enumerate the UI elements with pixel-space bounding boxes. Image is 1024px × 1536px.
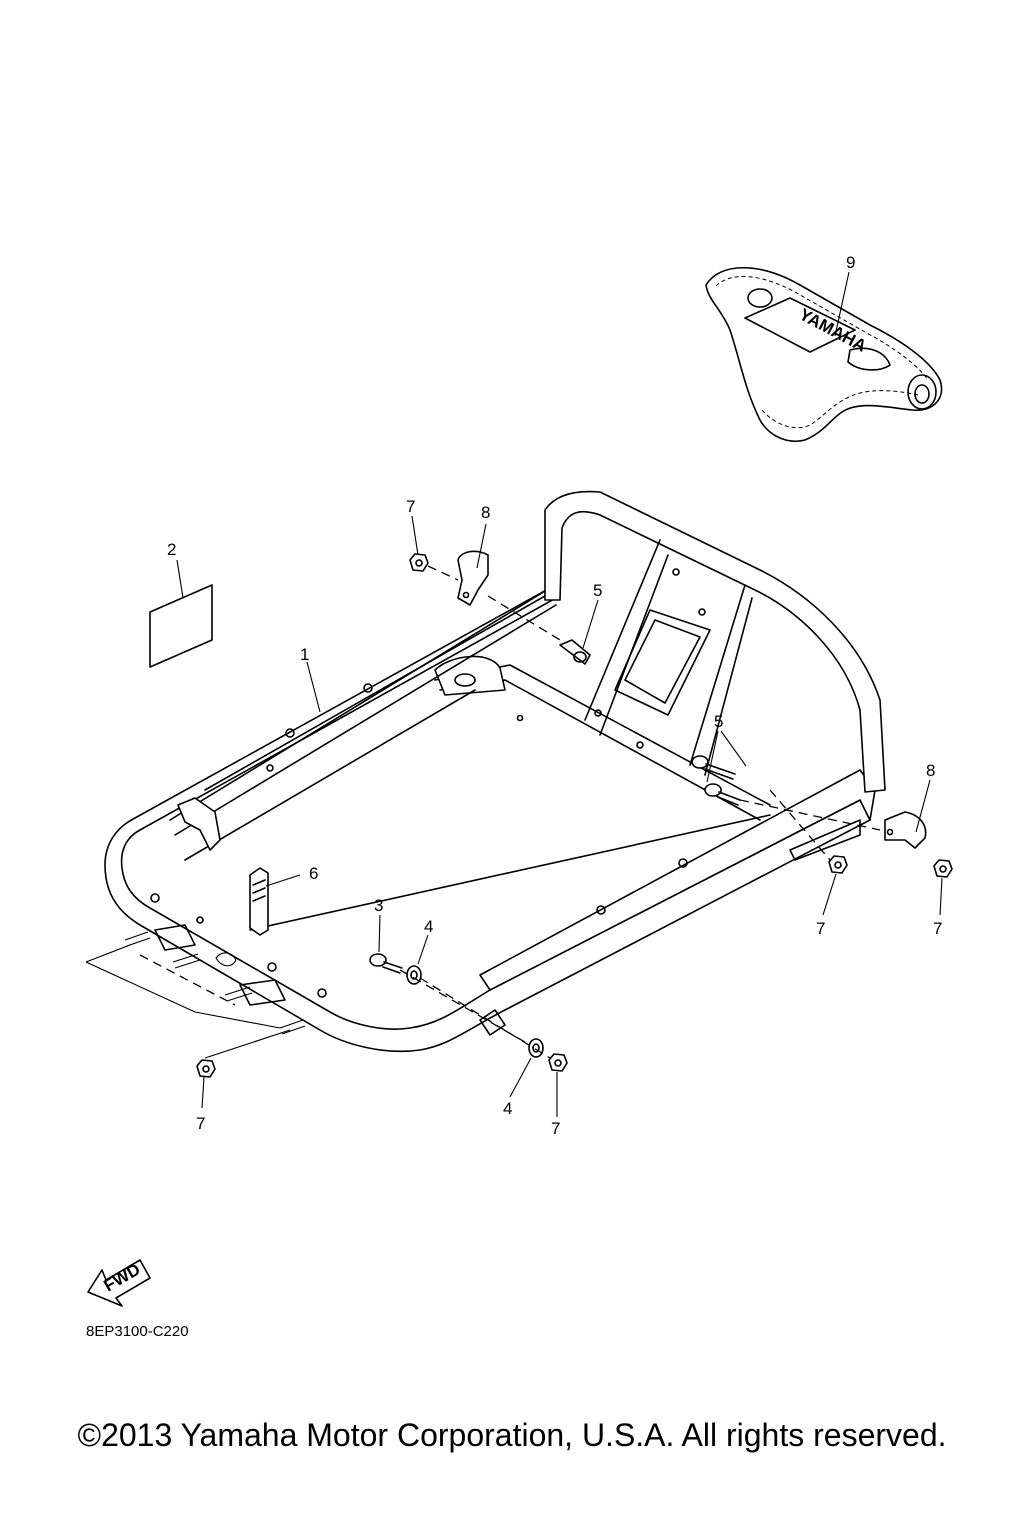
fwd-arrow-icon: FWD — [87, 1259, 151, 1307]
bolt-part-3[interactable] — [369, 953, 403, 974]
callout-1: 1 — [300, 645, 309, 664]
callout-4-upper: 4 — [424, 917, 433, 936]
assembly-guide-lines — [85, 565, 881, 1059]
callout-7-front-left: 7 — [196, 1114, 205, 1133]
leader-lines — [176, 271, 943, 1117]
callout-7-front-right: 7 — [551, 1119, 560, 1138]
diagram-part-code: 8EP3100-C220 — [86, 1323, 189, 1340]
nut-part-7-right-far[interactable] — [933, 859, 953, 878]
callout-2: 2 — [167, 540, 176, 559]
frame-part-1[interactable] — [104, 490, 886, 1053]
callout-5-rear: 5 — [593, 581, 602, 600]
bolt-part-5-right-lower[interactable] — [704, 783, 741, 806]
copyright-notice: ©2013 Yamaha Motor Corporation, U.S.A. A… — [77, 1417, 947, 1453]
callout-7-right-far: 7 — [933, 919, 942, 938]
callout-labels: 9 2 1 7 8 5 5 8 6 3 4 7 7 4 7 7 — [167, 253, 942, 1138]
bolt-part-5-rear[interactable] — [559, 639, 591, 665]
label-part-2[interactable] — [149, 584, 213, 668]
bolt-part-5-right-upper[interactable] — [691, 755, 736, 780]
bracket-part-8-top[interactable] — [457, 550, 489, 606]
callout-4-lower: 4 — [503, 1099, 512, 1118]
washer-part-4-lower[interactable] — [528, 1038, 544, 1058]
callout-6: 6 — [309, 864, 318, 883]
callout-8-top: 8 — [481, 503, 490, 522]
bracket-part-8-right[interactable] — [884, 811, 927, 849]
callout-7-top: 7 — [406, 497, 415, 516]
nut-part-7-front-left[interactable] — [196, 1059, 216, 1078]
clip-part-6[interactable] — [249, 867, 269, 936]
callout-3: 3 — [374, 896, 383, 915]
nut-part-7-top[interactable] — [409, 553, 429, 572]
callout-7-right-center: 7 — [816, 919, 825, 938]
nut-part-7-right-center[interactable] — [828, 855, 848, 874]
callout-5-right: 5 — [714, 712, 723, 731]
handle-pad-part-9[interactable]: YAMAHA — [705, 267, 943, 442]
callout-8-right: 8 — [926, 761, 935, 780]
callout-9: 9 — [846, 253, 855, 272]
nut-part-7-front-right[interactable] — [548, 1053, 568, 1072]
